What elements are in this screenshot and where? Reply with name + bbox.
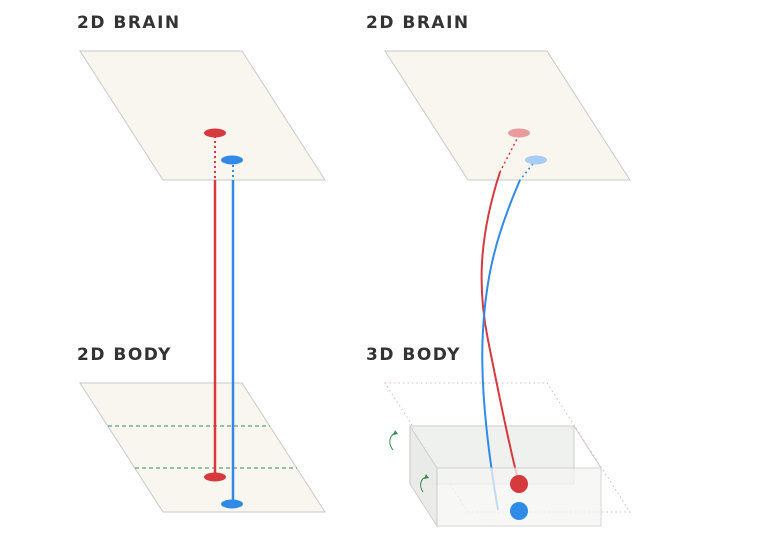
left-body-blue-dot [221,499,243,509]
rotation-arrow-head-icon [393,430,398,435]
rotation-arrow-lower-head-icon [424,474,429,479]
left-body-plane [79,382,326,513]
rotation-arrow-icon [389,432,396,451]
left-brain-label: 2D BRAIN [77,13,181,33]
right-blue-curve [481,179,521,511]
right-red-line-dotted [499,134,520,173]
left-body-red-dot [204,472,226,482]
right-body-reference-plane [384,382,631,513]
right-brain-red-dot [508,128,530,138]
right-body-red-dot [510,475,528,493]
left-brain-blue-dot [221,155,243,165]
right-body-label: 3D BODY [366,345,461,365]
right-brain-blue-dot [525,155,547,165]
right-red-curve [480,171,520,485]
right-body-blue-dot [510,502,528,520]
right-body-box-edge [573,425,602,469]
right-blue-line-dotted [519,159,537,181]
right-brain-label: 2D BRAIN [366,13,470,33]
left-brain-red-dot [204,128,226,138]
left-body-label: 2D BODY [77,345,172,365]
left-brain-plane [79,50,326,181]
right-brain-plane [384,50,631,181]
